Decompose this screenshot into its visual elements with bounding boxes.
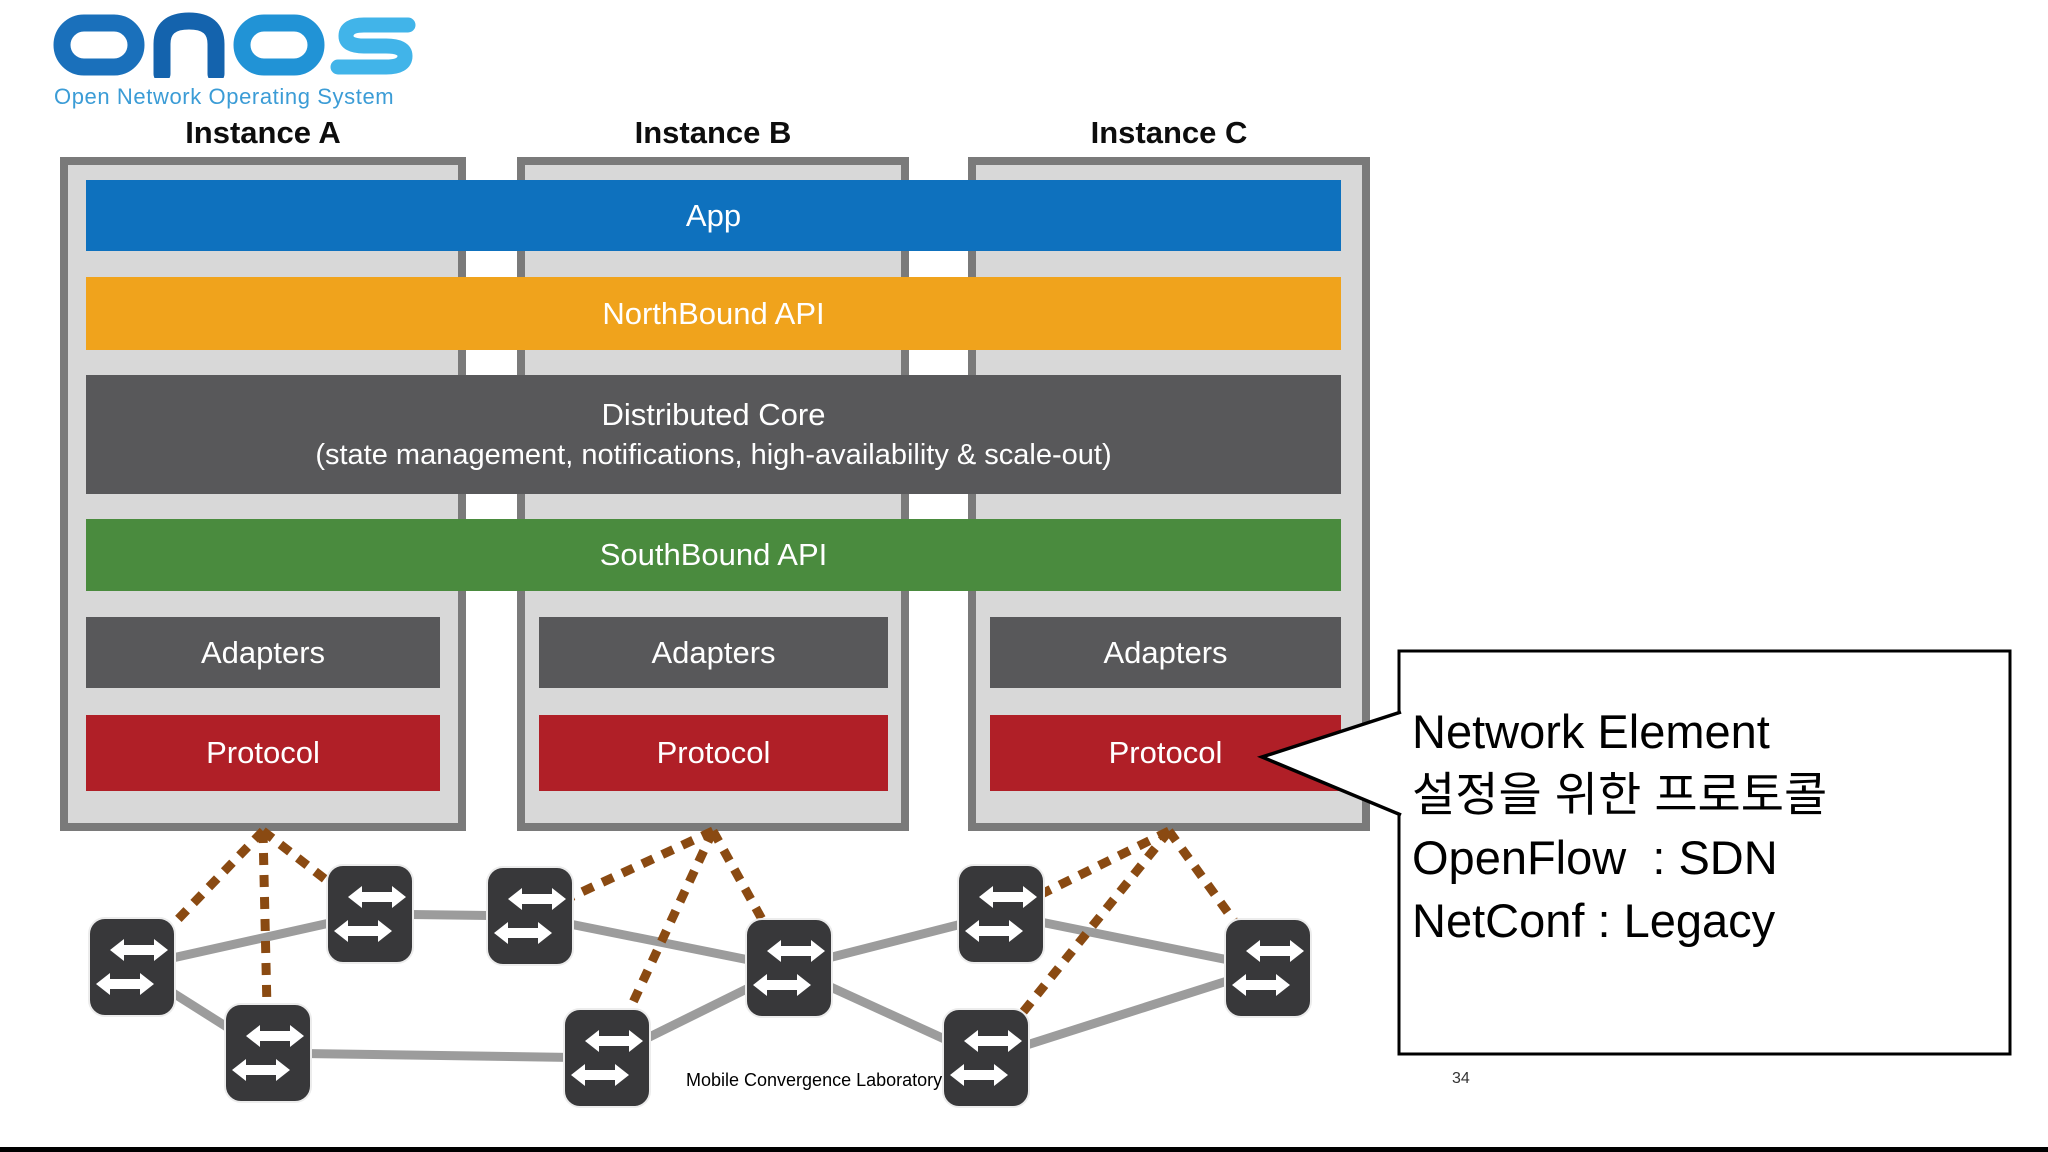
southbound-api-label: SouthBound API [599, 537, 828, 572]
onos-logo [52, 12, 422, 83]
adapters-label: Adapters [1103, 634, 1228, 670]
callout-line: Network Element [1412, 705, 1770, 758]
onos-logo-icon [53, 12, 416, 83]
network-switch-icon [224, 1003, 312, 1103]
network-switch-icon [486, 866, 574, 966]
southbound-api-bar: SouthBound API [86, 519, 1341, 591]
instance-a-label: Instance A [185, 115, 341, 150]
app-layer-bar: App [86, 180, 1341, 251]
page-number: 34 [1452, 1070, 1470, 1087]
network-switch-icon [1224, 918, 1312, 1018]
logo-letter-n [153, 12, 225, 83]
adapters-bar-instance-b: Adapters [539, 617, 888, 688]
network-switch-icon [88, 917, 176, 1017]
adapters-label: Adapters [651, 634, 776, 670]
network-switch-icon [563, 1008, 651, 1108]
instance-c-label: Instance C [1090, 115, 1248, 150]
slide-bottom-edge [0, 1147, 2048, 1152]
distributed-core-bar: Distributed Core (state management, noti… [86, 375, 1341, 494]
network-switch-icon [942, 1008, 1030, 1108]
network-switch-icon [957, 864, 1045, 964]
callout-line: OpenFlow : SDN [1412, 831, 1778, 884]
protocol-label: Protocol [1108, 735, 1223, 770]
control-link-line [709, 828, 793, 971]
distributed-core-subtitle: (state management, notifications, high-a… [315, 438, 1112, 471]
data-link-line [984, 963, 1270, 1063]
data-link-line [267, 1048, 608, 1063]
protocol-label: Protocol [206, 735, 320, 770]
logo-subtitle: Open Network Operating System [54, 84, 395, 109]
network-switch-icon [326, 864, 414, 964]
callout-text: Network Element 설정을 위한 프로토콜 OpenFlow : S… [1412, 700, 2002, 952]
app-layer-label: App [685, 197, 742, 233]
data-link-line [1000, 909, 1269, 973]
distributed-core-title: Distributed Core [601, 396, 826, 432]
logo-letter-s [330, 17, 416, 75]
instance-b-label: Instance B [634, 115, 792, 150]
callout-line: NetConf : Legacy [1412, 894, 1776, 947]
callout-line: 설정을 위한 프로토콜 [1412, 768, 1828, 821]
northbound-api-label: NorthBound API [602, 295, 825, 331]
footer-lab-label: Mobile Convergence Laboratory [686, 1070, 943, 1090]
network-switch-icon [745, 918, 833, 1018]
callout-box [1397, 649, 2012, 1056]
logo-letter-o1 [53, 14, 145, 76]
protocol-bar-instance-b: Protocol [539, 715, 888, 791]
control-link-line [528, 826, 715, 921]
northbound-api-bar: NorthBound API [86, 277, 1341, 350]
adapters-bar-instance-a: Adapters [86, 617, 440, 688]
protocol-label: Protocol [656, 735, 771, 770]
logo-letter-o2 [233, 14, 325, 76]
adapters-label: Adapters [200, 634, 326, 670]
callout-pointer [1256, 710, 1402, 817]
protocol-bar-instance-a: Protocol [86, 715, 440, 791]
adapters-bar-instance-c: Adapters [990, 617, 1341, 688]
